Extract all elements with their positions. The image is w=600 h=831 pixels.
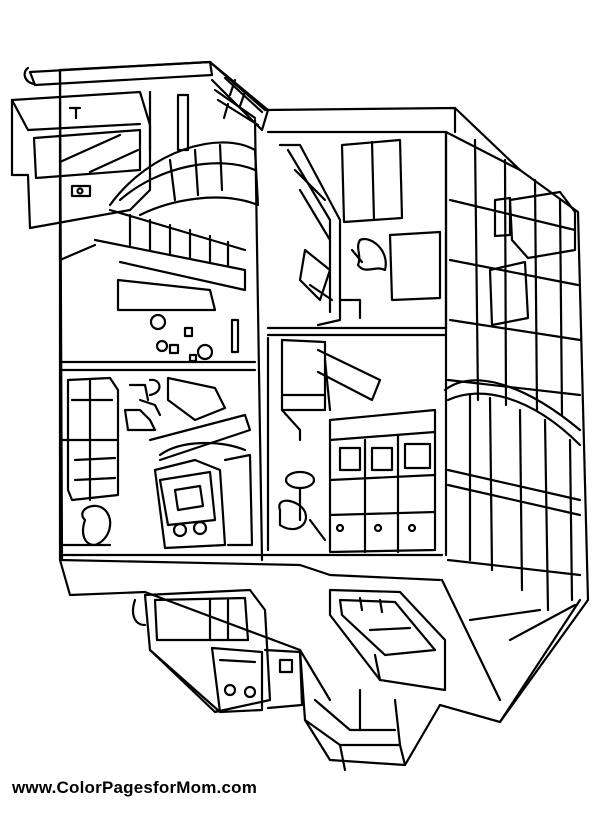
house-outline [58,60,590,767]
bedroom [278,138,442,327]
living-room [153,442,254,550]
lower-window-box [328,588,447,692]
lower-floor [131,588,304,714]
stair-room [93,141,260,363]
attic-box [10,90,152,262]
frame-structure [440,379,582,724]
kitchen [278,338,437,554]
porch-steps [298,648,407,772]
right-facade [444,106,582,417]
bathroom [60,376,252,547]
website-watermark: www.ColorPagesforMom.com [12,778,258,797]
interior-walls [58,118,448,582]
